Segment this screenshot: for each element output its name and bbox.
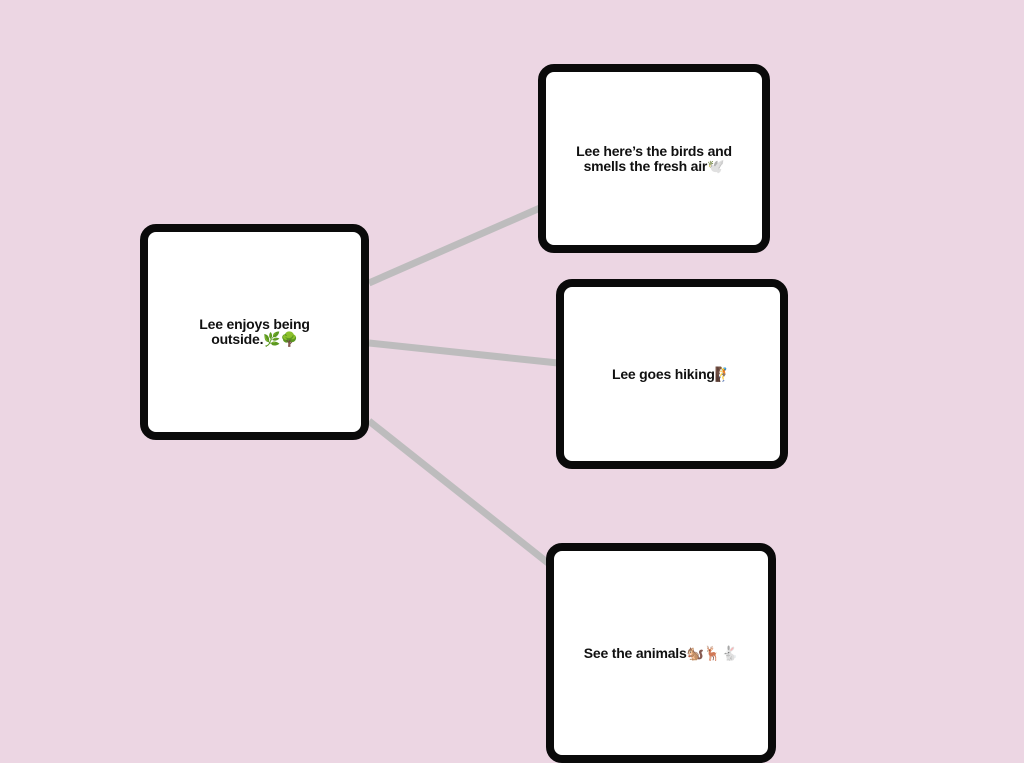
node-bottom[interactable]: See the animals🐿️🦌🐇: [546, 543, 776, 763]
node-top[interactable]: Lee here’s the birds and smells the fres…: [538, 64, 770, 253]
node-middle-text[interactable]: Lee goes hiking🧗: [611, 365, 733, 382]
node-bottom-text[interactable]: See the animals🐿️🦌🐇: [583, 644, 739, 661]
link-center-bottom[interactable]: [366, 418, 551, 566]
link-center-middle[interactable]: [368, 339, 559, 367]
link-center-top[interactable]: [367, 204, 542, 287]
node-center[interactable]: Lee enjoys being outside.🌿🌳: [140, 224, 369, 440]
node-top-text[interactable]: Lee here’s the birds and smells the fres…: [576, 142, 732, 174]
node-middle[interactable]: Lee goes hiking🧗: [556, 279, 788, 469]
node-center-text[interactable]: Lee enjoys being outside.🌿🌳: [199, 316, 310, 347]
